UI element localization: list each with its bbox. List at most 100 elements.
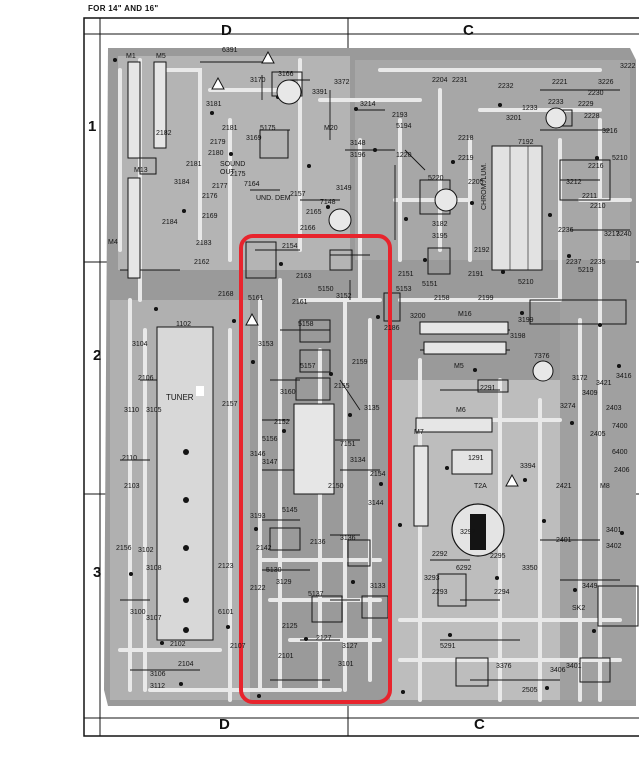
component-label: 2291 — [480, 385, 496, 392]
component-label: 3149 — [336, 185, 352, 192]
component-label: 2292 — [432, 551, 448, 558]
component-label: 2405 — [590, 431, 606, 438]
component-label: 2123 — [218, 563, 234, 570]
zone-label-top-left: D — [221, 22, 232, 39]
row-label-2: 2 — [93, 347, 102, 364]
component-label: 3181 — [206, 101, 222, 108]
row-label-3: 3 — [93, 564, 102, 581]
component-label: M7 — [414, 429, 424, 436]
component-label: 3152 — [336, 293, 352, 300]
component-outlines — [139, 71, 639, 687]
zone-label-bottom-left: D — [219, 716, 230, 733]
component-label: 3135 — [364, 405, 380, 412]
component-label: 3216 — [602, 128, 618, 135]
component-label: 2233 — [548, 99, 564, 106]
component-label: 2293 — [432, 589, 448, 596]
component-label: T2A — [474, 483, 487, 490]
component-label: 2235 — [590, 259, 606, 266]
component-label: 3110 — [124, 407, 139, 414]
component-label: 2110 — [122, 455, 137, 462]
component-label: 5219 — [578, 267, 594, 274]
component-label: 2221 — [552, 79, 568, 86]
component-label: 3394 — [520, 463, 536, 470]
zone-label-top-right: C — [463, 22, 474, 39]
highlight-box — [239, 234, 392, 704]
component-label: 3134 — [350, 457, 366, 464]
component-label: 5157 — [300, 363, 316, 370]
component-label: 3127 — [342, 643, 358, 650]
component-label: 2125 — [282, 623, 298, 630]
component-label: 7148 — [320, 199, 336, 206]
component-label: 3293 — [424, 575, 440, 582]
component-label: 5150 — [318, 286, 334, 293]
component-label: 3217 — [604, 231, 620, 238]
chrom-lum-ic — [491, 145, 543, 271]
component-label: 2127 — [316, 635, 332, 642]
component-label: 2230 — [588, 90, 604, 97]
component-label: CHROM./LUM. — [481, 163, 488, 210]
component-label: 2181 — [186, 161, 202, 168]
component-label: 2151 — [398, 271, 414, 278]
component-label: SK2 — [572, 605, 585, 612]
component-label: 2168 — [218, 291, 234, 298]
component-label: 3182 — [432, 221, 448, 228]
component-label: 3376 — [496, 663, 512, 670]
component-label: 5220 — [428, 175, 444, 182]
component-label: 2101 — [278, 653, 294, 660]
component-label: 7400 — [612, 423, 628, 430]
component-label: 3391 — [312, 89, 328, 96]
component-label: 3199 — [518, 317, 534, 324]
component-label: 5151 — [422, 281, 438, 288]
page-header: FOR 14" AND 16" — [88, 4, 159, 13]
component-label: 3409 — [582, 390, 598, 397]
component-label: 2295 — [490, 553, 506, 560]
component-label: 3106 — [150, 671, 166, 678]
component-label: M6 — [456, 407, 466, 414]
component-label: 2184 — [162, 219, 178, 226]
component-label: 2210 — [590, 203, 606, 210]
component-label: 6292 — [456, 565, 472, 572]
component-label: 3372 — [334, 79, 350, 86]
t2a-transistor — [451, 449, 505, 557]
component-label: 3108 — [146, 565, 162, 572]
component-label: 3274 — [560, 403, 576, 410]
component-label: 3107 — [146, 615, 162, 622]
component-label: 3421 — [596, 380, 612, 387]
component-label: 2154 — [370, 471, 386, 478]
component-label: 1102 — [176, 321, 191, 328]
component-label: 5156 — [262, 436, 278, 443]
copper-traces — [118, 58, 632, 702]
component-label: 5137 — [308, 591, 324, 598]
component-wires — [112, 57, 630, 699]
component-label: 2155 — [334, 383, 350, 390]
component-label: 2157 — [290, 191, 306, 198]
component-label: 2122 — [250, 585, 266, 592]
component-label: 3148 — [350, 140, 366, 147]
zone-label-bottom-right: C — [474, 716, 485, 733]
component-label: 1220 — [396, 152, 412, 159]
component-label: 5194 — [396, 123, 412, 130]
component-label: 3104 — [132, 341, 148, 348]
component-label: 2177 — [212, 183, 228, 190]
component-label: 3169 — [246, 135, 262, 142]
component-label: 2406 — [614, 467, 630, 474]
component-label: 2179 — [210, 139, 226, 146]
component-label: 7192 — [518, 139, 534, 146]
component-label: 5210 — [518, 279, 534, 286]
component-label: 2181 — [222, 125, 238, 132]
component-label: 6101 — [218, 609, 234, 616]
component-label: 2294 — [494, 589, 510, 596]
component-label: 2216 — [588, 163, 604, 170]
component-label: 2205 — [468, 179, 484, 186]
component-label: 2236 — [558, 227, 574, 234]
component-label: 2106 — [138, 375, 154, 382]
component-label: 2102 — [170, 641, 186, 648]
component-label: 3201 — [506, 115, 522, 122]
component-label: M20 — [324, 125, 338, 132]
component-label: 5291 — [440, 643, 456, 650]
component-label: M5 — [454, 363, 464, 370]
component-label: 3226 — [598, 79, 614, 86]
component-label: 2154 — [282, 243, 298, 250]
component-label: 2218 — [458, 135, 474, 142]
